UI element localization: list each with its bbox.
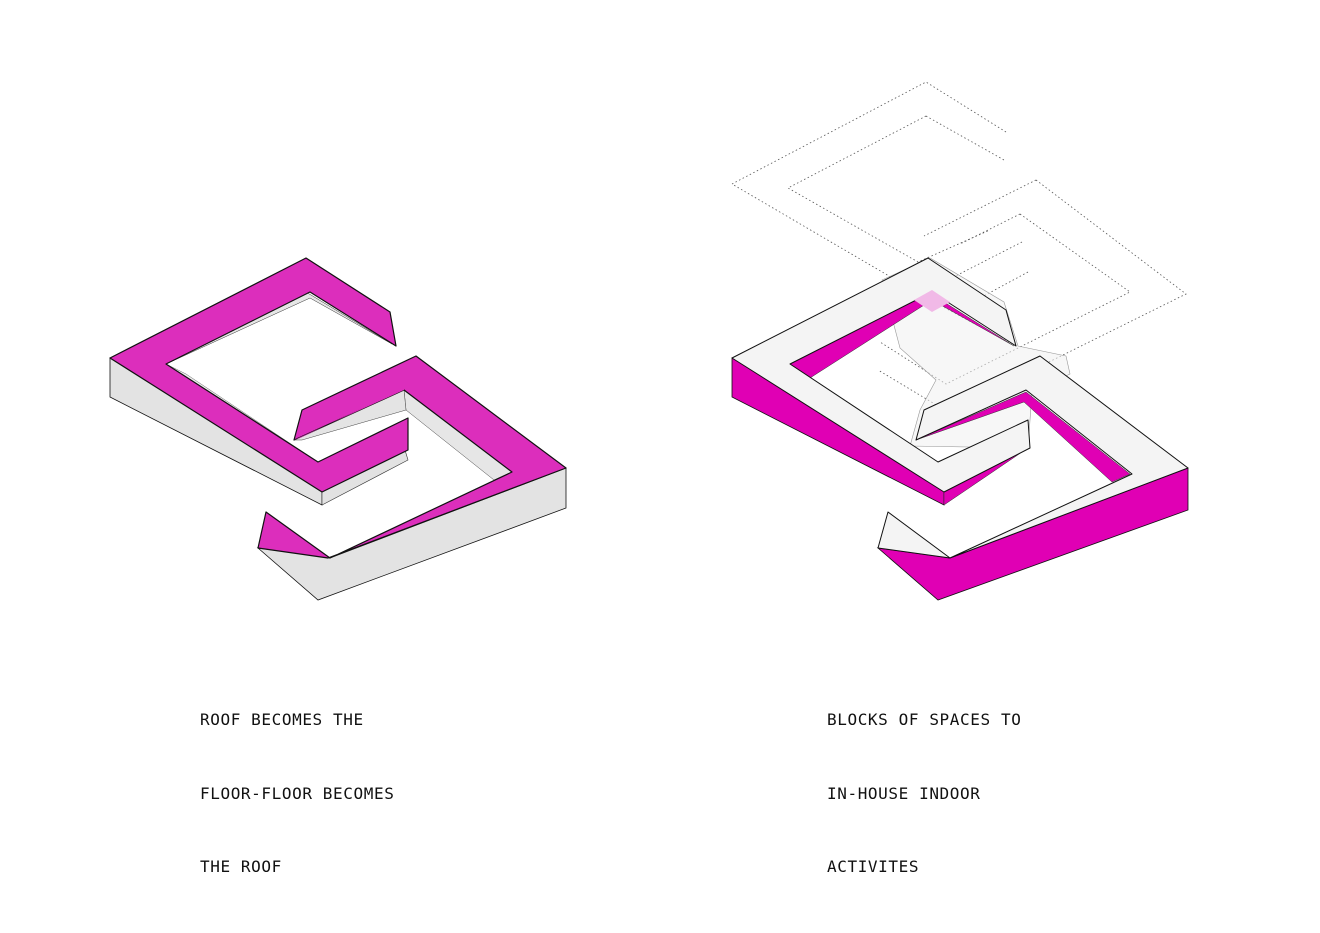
caption-line: ROOF BECOMES THE <box>200 710 364 729</box>
right-loop-white-top <box>877 355 1189 559</box>
left-magenta-side-face <box>731 357 945 506</box>
blocks-of-spaces-diagram <box>731 81 1189 601</box>
caption-line: FLOOR-FLOOR BECOMES <box>200 783 395 803</box>
caption-line: THE ROOF <box>200 857 282 876</box>
right-diagram-caption: BLOCKS OF SPACES TO IN-HOUSE INDOOR ACTI… <box>827 659 1021 904</box>
glass-pink-highlight <box>914 290 950 312</box>
caption-line: IN-HOUSE INDOOR <box>827 783 981 803</box>
caption-line: ACTIVITES <box>827 857 920 876</box>
caption-line: BLOCKS OF SPACES TO <box>827 710 1022 729</box>
left-loop-top-face <box>109 257 409 493</box>
roof-floor-diagram <box>109 257 567 601</box>
left-outer-side-face <box>109 357 323 506</box>
right-loop-top-face <box>257 355 567 559</box>
left-loop-white-top <box>731 257 1031 493</box>
left-diagram-caption: ROOF BECOMES THE FLOOR-FLOOR BECOMES THE… <box>200 659 394 904</box>
